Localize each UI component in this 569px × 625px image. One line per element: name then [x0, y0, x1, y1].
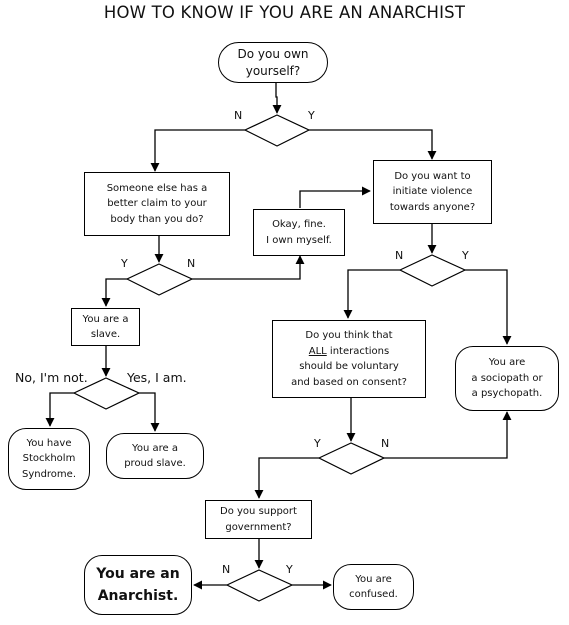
decision-diamond-claim	[125, 263, 194, 296]
decision-diamond-own	[243, 114, 311, 147]
label-n-claim: N	[187, 257, 196, 270]
label-n-government: N	[222, 563, 231, 576]
label-y-own: Y	[308, 109, 315, 122]
label-y-violence: Y	[462, 249, 469, 262]
decision-diamond-consent	[317, 442, 386, 475]
label-n-consent: N	[381, 437, 390, 450]
label-n-own: N	[234, 109, 243, 122]
question-consent: Do you think that ALL interactions shoul…	[272, 320, 426, 398]
label-yes-am: Yes, I am.	[127, 370, 187, 385]
diagram-title: HOW TO KNOW IF YOU ARE AN ANARCHIST	[103, 3, 466, 22]
label-y-consent: Y	[314, 437, 321, 450]
label-y-claim: Y	[121, 257, 128, 270]
label-y-government: Y	[286, 563, 293, 576]
label-no-not: No, I'm not.	[15, 370, 88, 385]
okay-fine-box: Okay, fine.I own myself.	[253, 209, 345, 256]
decision-diamond-violence	[398, 254, 467, 287]
label-n-violence: N	[395, 249, 404, 262]
emphasis-all: ALL	[308, 345, 327, 357]
decision-diamond-government	[225, 569, 294, 602]
